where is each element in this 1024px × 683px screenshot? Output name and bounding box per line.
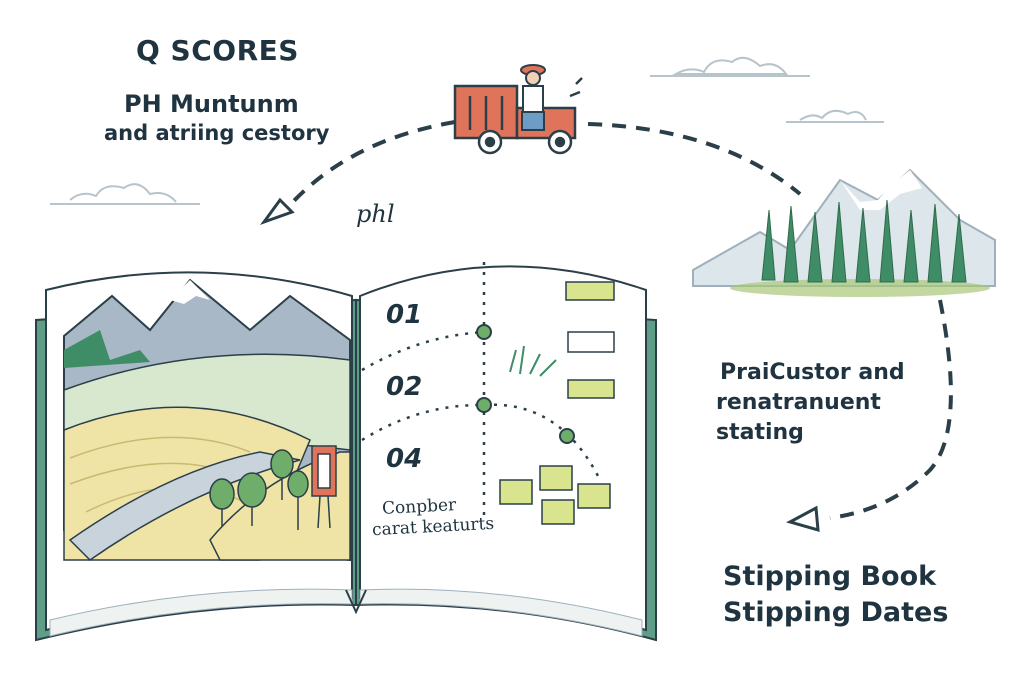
ph-annotation: phl [356,200,395,228]
arrow-truck-to-book [288,120,456,207]
cloud-icon [786,109,884,123]
arrow-truck-to-forest [587,122,802,196]
step-label-3: 04 [386,444,423,474]
arrow-icon [786,505,820,533]
header-line-1: PH Muntunm [124,90,299,118]
truck-icon [453,77,583,155]
landscape-illustration [63,278,351,562]
flow-lines [361,262,602,520]
arrow-icon [259,197,295,226]
table-icon [565,281,615,399]
cloud-icon [50,183,200,205]
arrow-forest-to-footer [829,299,953,520]
crate-icon [499,465,611,525]
step-label-1: 01 [386,300,423,330]
tree-icon [209,449,309,530]
footer-line-1: Stipping Book [723,561,937,592]
step-marker [476,324,575,444]
right-caption-line-2: renatranuent [716,390,881,415]
grass-icon [509,345,557,377]
header-line-2: and atriing cestory [104,121,330,145]
cloud-icon [650,56,810,77]
right-caption-line-3: stating [716,420,804,445]
forest-icon [692,168,996,297]
step-label-2: 02 [386,372,423,402]
sign-icon [311,445,337,529]
header-title: Q SCORES [136,34,299,67]
right-caption-line-1: PraiCustor and [720,360,905,385]
footer-line-2: Stipping Dates [723,597,949,628]
farmer-icon [520,64,546,131]
